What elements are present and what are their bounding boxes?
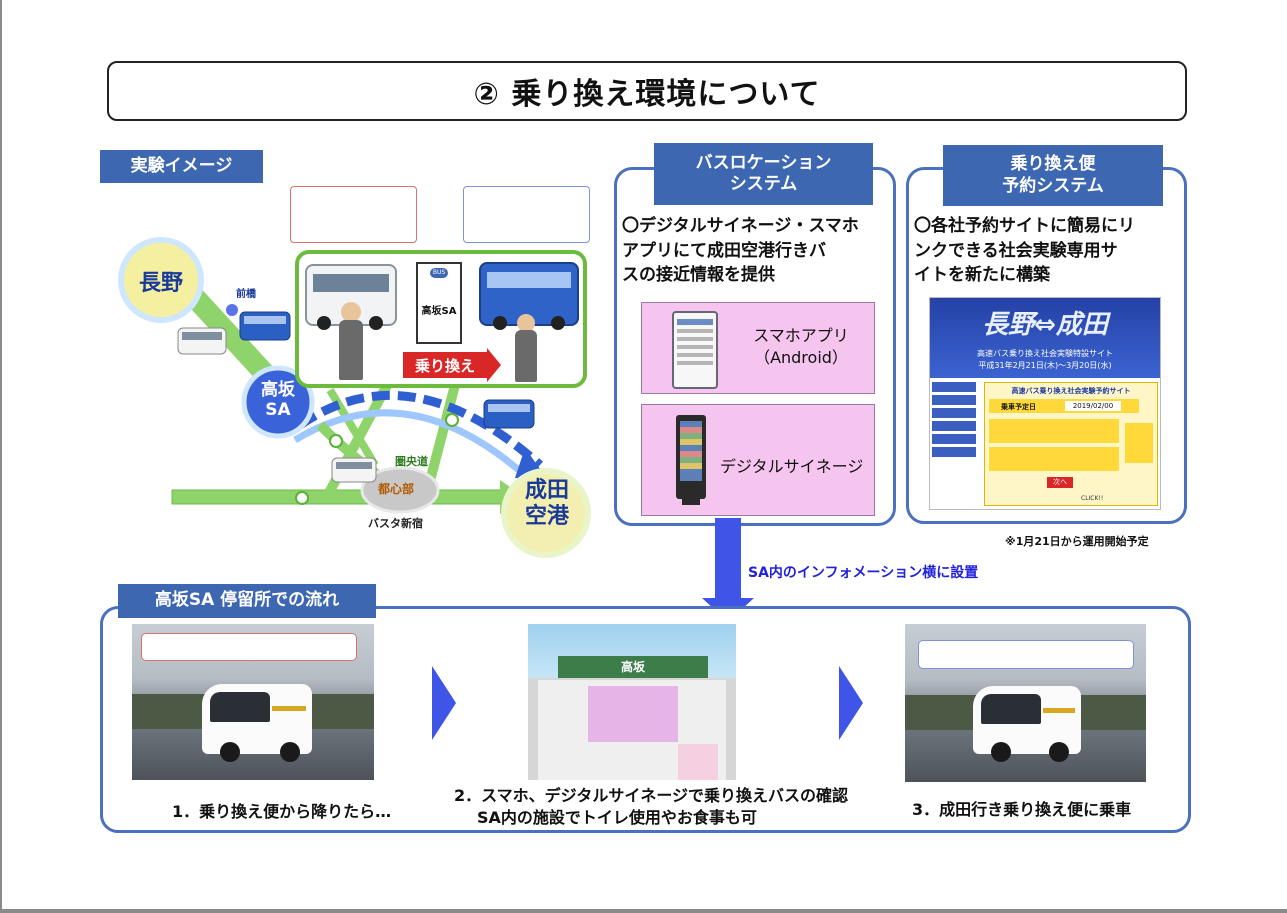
bus-location-description: 〇デジタルサイネージ・スマホ アプリにて成田空港行きバ スの接近情報を提供 [622, 216, 859, 286]
takasaka-bubble [241, 365, 315, 439]
nagano-label: 長野 [138, 271, 183, 296]
mini-bus-white-2 [331, 457, 377, 483]
mini-bus-white [177, 327, 227, 355]
basuta-label: バスタ新宿 [368, 517, 423, 530]
route-map [118, 237, 591, 558]
site-form: 高速バス乗り換え社会実験予約サイト 乗車予定日 2019/02/00 次へ CL… [984, 382, 1158, 506]
flow-tag: 高坂SA 停留所での流れ [118, 584, 376, 618]
toshin-label: 都心部 [378, 482, 415, 496]
page-frame-left [0, 0, 2, 913]
empty-label-red [290, 186, 417, 243]
person-icon-1 [341, 302, 361, 322]
reservation-site-screenshot: 長野⇔成田 高速バス乗り換え社会実験特設サイト 平成31年2月21日(木)～3月… [929, 297, 1161, 510]
coach-bus-1 [202, 684, 312, 762]
page-title: ② 乗り換え環境について [473, 77, 821, 112]
sa-building-sign: 高坂 [558, 656, 708, 678]
step-arrow-1 [432, 666, 456, 740]
site-next-button: 次へ [1047, 477, 1073, 488]
photo-service-area: 高坂 [528, 624, 736, 780]
route-line-bottom [171, 489, 513, 505]
title-box: ② 乗り換え環境について [107, 61, 1187, 121]
smartphone-app-card: スマホアプリ （Android） [641, 302, 875, 394]
digital-signage-card: デジタルサイネージ [641, 404, 875, 516]
station-dot-3 [445, 413, 459, 427]
empty-label-step1 [141, 633, 357, 661]
bus-location-tag: バスロケーション システム [654, 143, 873, 205]
bus-stop-sign: BUS 高坂SA [416, 262, 462, 344]
inset-bus-blue [479, 262, 579, 330]
transfer-inset: BUS 高坂SA 乗り換え [295, 250, 587, 388]
narita-label: 成田 空港 [524, 478, 569, 530]
step2-caption-line2: SA内の施設でトイレ使用やお食事も可 [477, 808, 757, 827]
maebashi-dot [224, 302, 240, 318]
kenodo-arc [297, 390, 543, 469]
empty-label-blue [463, 186, 590, 243]
person-icon-2 [517, 314, 535, 332]
signage-icon [676, 415, 706, 499]
smartphone-app-label: スマホアプリ （Android） [753, 326, 849, 367]
maebashi-label: 前橋 [236, 289, 256, 300]
narita-bubble [501, 468, 591, 558]
down-arrow-shaft [715, 518, 741, 600]
nagano-bubble [118, 237, 204, 323]
toshin-bubble [360, 466, 440, 514]
digital-signage-label: デジタルサイネージ [720, 457, 864, 476]
empty-label-step3 [918, 640, 1134, 669]
site-sidebar [932, 382, 976, 462]
coach-bus-2 [973, 686, 1081, 762]
reservation-note: ※1月21日から運用開始予定 [1005, 535, 1149, 548]
step2-caption-line1: 2．スマホ、デジタルサイネージで乗り換えバスの確認 [454, 786, 849, 805]
station-dot-2 [329, 434, 343, 448]
transfer-arrow: 乗り換え [403, 352, 487, 378]
page-frame-bottom [0, 909, 1287, 913]
mini-bus-blue-1 [239, 311, 291, 341]
reservation-description: 〇各社予約サイトに簡易にリ ンクできる社会実験専用サ イトを新たに構築 [914, 216, 1135, 286]
step3-caption: 3．成田行き乗り換え便に乗車 [912, 800, 1132, 819]
station-dot-1 [295, 491, 309, 505]
step-arrow-2 [839, 666, 863, 740]
site-banner: 長野⇔成田 高速バス乗り換え社会実験特設サイト 平成31年2月21日(木)～3月… [930, 298, 1160, 378]
kenodo-label: 圏央道 [395, 455, 428, 468]
mini-bus-blue-2 [483, 399, 535, 429]
experiment-tag: 実験イメージ [100, 150, 263, 183]
takasaka-label: 高坂 SA [261, 380, 295, 421]
phone-icon [672, 311, 718, 389]
arrow-caption: SA内のインフォメーション横に設置 [748, 565, 979, 581]
step1-caption: 1．乗り換え便から降りたら… [172, 802, 392, 821]
reservation-tag: 乗り換え便 予約システム [943, 145, 1163, 206]
